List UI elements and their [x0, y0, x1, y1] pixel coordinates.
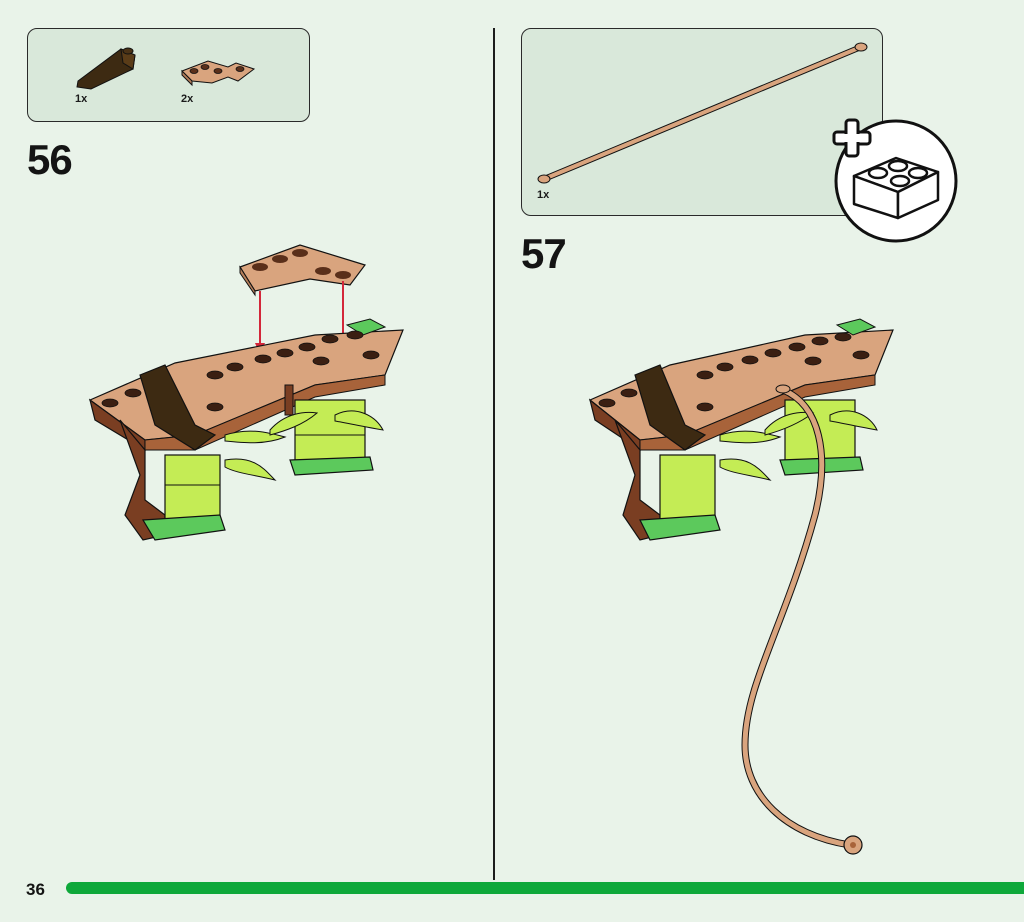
tan-rope-icon: [537, 42, 868, 184]
step-56-parts-box: 1x 2x: [27, 28, 310, 122]
step-56-model-illustration: [88, 244, 404, 541]
plus-icon: [832, 118, 872, 158]
part-qty-slope: 1x: [75, 93, 88, 105]
hovering-corner-plate: [239, 244, 366, 297]
tan-corner-plate-icon: [181, 60, 256, 87]
part-qty-rope: 1x: [537, 189, 550, 201]
page-divider: [493, 28, 495, 880]
step-number-57: 57: [521, 230, 567, 277]
step-number-56: 56: [27, 136, 73, 183]
step-57-model-illustration: [588, 318, 894, 855]
left-pillar: [119, 419, 287, 541]
page-number: 36: [26, 880, 45, 899]
right-pillar: [269, 384, 384, 476]
new-brick-badge-icon: [832, 118, 958, 243]
hanging-rope: [741, 384, 863, 855]
dark-brown-slope-icon: [76, 47, 136, 90]
progress-bar: [66, 882, 1024, 894]
step-57-parts-box: 1x: [521, 28, 883, 216]
part-qty-corner-plate: 2x: [181, 93, 194, 105]
brick-icon: [852, 156, 940, 220]
